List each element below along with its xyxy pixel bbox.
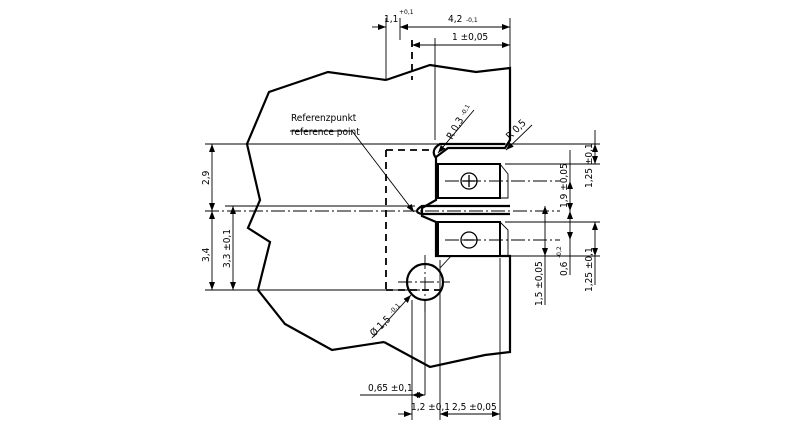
radius-0-5: R 0,5 (504, 118, 528, 142)
dimension-2-5: 2,5 ±0,05 (452, 402, 497, 413)
dimension-1-5: 1,5 ±0,05 (534, 261, 545, 306)
dimension-1-1-tol: +0,1 (399, 9, 414, 16)
dimension-1-25-bottom: 1,25 ±0,1 (584, 247, 595, 292)
dimension-1-1: 1,1 (384, 14, 398, 25)
dimension-0-6-tol: -0,2 (556, 246, 563, 258)
contact-pad-plus-chamfer (499, 163, 509, 199)
dimension-0-6: 0,6 (559, 261, 570, 276)
dimension-1-25-top: 1,25 ±0,1 (584, 143, 595, 188)
dimension-1-005: 1 ±0,05 (452, 32, 488, 43)
contact-pad-minus-chamfer (499, 221, 509, 257)
diameter-1-5-tol: -0,1 (388, 302, 401, 315)
dimension-2-9: 2,9 (201, 170, 212, 185)
dimension-lines (209, 24, 598, 417)
contact-slot-lower (415, 204, 510, 216)
dimension-0-65: 0,65 ±0,1 (368, 383, 413, 394)
diameter-1-5: Ø 1,5 (368, 313, 394, 339)
radius-0-3: R 0,3 (445, 116, 466, 142)
body-outline-right (383, 63, 512, 369)
dimension-1-2: 1,2 ±0,1 (411, 402, 450, 413)
dimension-3-4: 3,4 (201, 247, 212, 262)
body-outline-left (245, 70, 387, 352)
extension-lines (205, 18, 600, 420)
dimension-1-9: 1,9 ±0,05 (559, 163, 570, 208)
dimension-3-3: 3,3 ±0,1 (222, 229, 233, 268)
reference-point-label-de: Referenzpunkt (291, 113, 357, 124)
reference-point-label-en: reference point (291, 127, 360, 138)
dimension-4-2: 4,2 (448, 14, 462, 25)
dimension-4-2-tol: -0,1 (466, 17, 478, 24)
contact-pad-minus (437, 221, 501, 257)
